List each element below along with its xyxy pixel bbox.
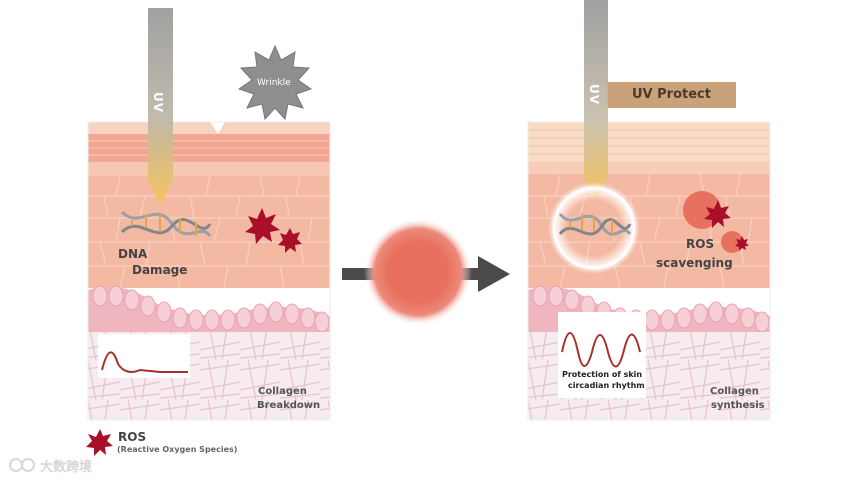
dna-helix-protected-icon	[558, 212, 632, 236]
left-uv-beam	[148, 8, 173, 206]
circadian-label-2: circadian rhythm	[568, 381, 645, 390]
wrinkle-burst-icon	[237, 44, 313, 121]
dna-damage-label-1: DNA	[118, 247, 148, 261]
left-uv-label: UV	[151, 92, 165, 114]
ros-scavenging-label-2: scavenging	[656, 256, 733, 270]
collagen-breakdown-label-2: Breakdown	[257, 400, 321, 411]
collagen-synthesis-label-2: synthesis	[711, 400, 765, 411]
legend-ros-star-icon	[86, 429, 113, 456]
left-rhythm-chart	[98, 334, 190, 378]
wrinkle-label: Wrinkle	[257, 78, 291, 88]
collagen-synthesis-label-1: Collagen	[710, 386, 759, 397]
legend-ros-desc: (Reactive Oxygen Species)	[117, 445, 238, 454]
ros-star-icon	[245, 208, 302, 253]
collagen-breakdown-label-1: Collagen	[258, 386, 307, 397]
dna-damage-label-2: Damage	[132, 263, 188, 277]
uv-protect-label: UV Protect	[632, 87, 711, 102]
watermark-text: 大数跨境	[40, 460, 93, 475]
dna-helix-icon	[120, 210, 212, 238]
uv-protect-badge	[606, 82, 736, 108]
right-rhythm-chart	[558, 312, 646, 398]
ros-scavenging-label-1: ROS	[686, 237, 715, 251]
center-ball-icon	[364, 218, 472, 326]
legend-ros-label: ROS	[118, 430, 147, 444]
right-uv-beam	[584, 0, 608, 200]
right-uv-label: UV	[587, 84, 601, 106]
watermark-logo-icon	[9, 458, 35, 472]
ros-scavenger-icon	[683, 191, 749, 253]
circadian-label-1: Protection of skin	[562, 370, 643, 379]
